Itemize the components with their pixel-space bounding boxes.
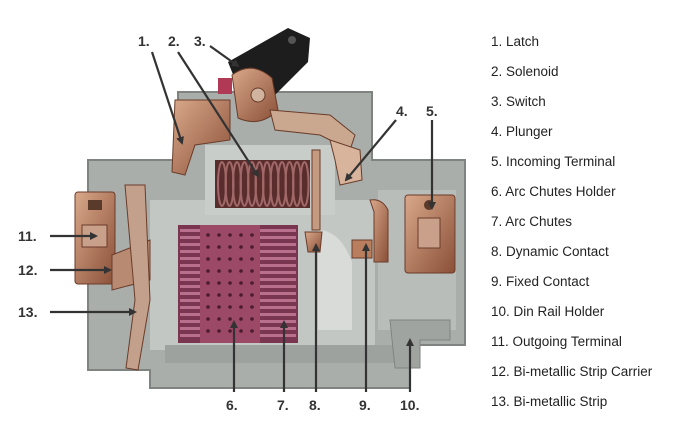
holder-perforation xyxy=(228,269,232,273)
leader-lines xyxy=(50,45,436,392)
holder-perforation xyxy=(239,329,243,333)
holder-perforation xyxy=(217,317,221,321)
arc-chutes-holder xyxy=(200,225,260,343)
holder-perforation xyxy=(206,233,210,237)
holder-perforation xyxy=(206,293,210,297)
legend-item: 10. Din Rail Holder xyxy=(491,304,605,319)
legend-item: 5. Incoming Terminal xyxy=(491,154,616,169)
holder-perforation xyxy=(217,269,221,273)
dynamic-contact xyxy=(304,231,323,253)
callout-8: 8. xyxy=(309,397,321,413)
legend-item: 13. Bi-metallic Strip xyxy=(491,394,608,409)
din-rail-holder xyxy=(389,319,451,369)
leader-4 xyxy=(344,119,397,182)
holder-perforation xyxy=(228,233,232,237)
holder-perforation xyxy=(206,257,210,261)
holder-perforation xyxy=(228,281,232,285)
callout-7: 7. xyxy=(277,397,289,413)
holder-perforation xyxy=(228,257,232,261)
holder-perforation xyxy=(217,281,221,285)
holder-perforation xyxy=(206,245,210,249)
legend-item: 12. Bi-metallic Strip Carrier xyxy=(491,364,653,379)
callout-9: 9. xyxy=(359,397,371,413)
holder-perforation xyxy=(206,329,210,333)
holder-perforation xyxy=(239,317,243,321)
holder-perforation xyxy=(228,305,232,309)
callout-10: 10. xyxy=(400,397,419,413)
legend-item: 4. Plunger xyxy=(491,124,553,139)
holder-perforation xyxy=(239,233,243,237)
holder-perforation xyxy=(206,305,210,309)
holder-perforation xyxy=(250,329,254,333)
holder-perforation xyxy=(250,293,254,297)
holder-perforation xyxy=(217,233,221,237)
leader-1 xyxy=(150,51,184,145)
holder-perforation xyxy=(217,293,221,297)
callout-1: 1. xyxy=(138,33,150,49)
leader-3 xyxy=(209,45,240,68)
solenoid-coil xyxy=(215,160,310,208)
callout-numbers: 1. 2. 3. 4. 5. 6. 7. 8. 9. 10. 11. 12. 1… xyxy=(18,33,438,413)
holder-perforation xyxy=(217,305,221,309)
holder-perforation xyxy=(250,257,254,261)
holder-perforation xyxy=(228,329,232,333)
holder-perforation xyxy=(228,245,232,249)
holder-perforation xyxy=(239,293,243,297)
holder-perforation xyxy=(250,317,254,321)
plunger-guide xyxy=(318,230,352,330)
plunger xyxy=(311,139,363,231)
holder-perforation xyxy=(228,293,232,297)
holder-perforation xyxy=(250,305,254,309)
legend-item: 7. Arc Chutes xyxy=(491,214,573,229)
coil-winding xyxy=(299,161,310,207)
holder-perforation xyxy=(239,281,243,285)
holder-perforation xyxy=(217,257,221,261)
holder-perforation xyxy=(239,305,243,309)
holder-perforation xyxy=(250,245,254,249)
legend-item: 3. Switch xyxy=(491,94,546,109)
bimetallic-strip xyxy=(124,184,151,371)
holder-perforation xyxy=(239,257,243,261)
callout-3: 3. xyxy=(194,33,206,49)
holder-perforation xyxy=(206,317,210,321)
incoming-terminal xyxy=(404,194,456,274)
legend-item: 2. Solenoid xyxy=(491,64,559,79)
legend-item: 9. Fixed Contact xyxy=(491,274,590,289)
callout-11: 11. xyxy=(18,228,37,244)
holder-perforation xyxy=(217,245,221,249)
callout-4: 4. xyxy=(396,103,408,119)
holder-perforation xyxy=(228,317,232,321)
component-legend: 1. Latch 2. Solenoid 3. Switch 4. Plunge… xyxy=(491,30,671,420)
callout-2: 2. xyxy=(168,33,180,49)
holder-perforation xyxy=(217,329,221,333)
holder-perforation xyxy=(250,269,254,273)
holder-perforation xyxy=(250,233,254,237)
holder-perforation xyxy=(239,269,243,273)
holder-perforation xyxy=(206,269,210,273)
legend-item: 1. Latch xyxy=(491,34,540,49)
callout-6: 6. xyxy=(226,397,238,413)
legend-item: 11. Outgoing Terminal xyxy=(491,334,622,349)
callout-5: 5. xyxy=(426,103,438,119)
holder-perforation xyxy=(239,245,243,249)
holder-perforation xyxy=(250,281,254,285)
legend-item: 6. Arc Chutes Holder xyxy=(491,184,616,199)
callout-13: 13. xyxy=(18,304,37,320)
callout-12: 12. xyxy=(18,262,37,278)
leader-2 xyxy=(177,51,260,178)
holder-perforation xyxy=(206,281,210,285)
legend-item: 8. Dynamic Contact xyxy=(491,244,609,259)
latch-mechanism xyxy=(171,67,356,176)
